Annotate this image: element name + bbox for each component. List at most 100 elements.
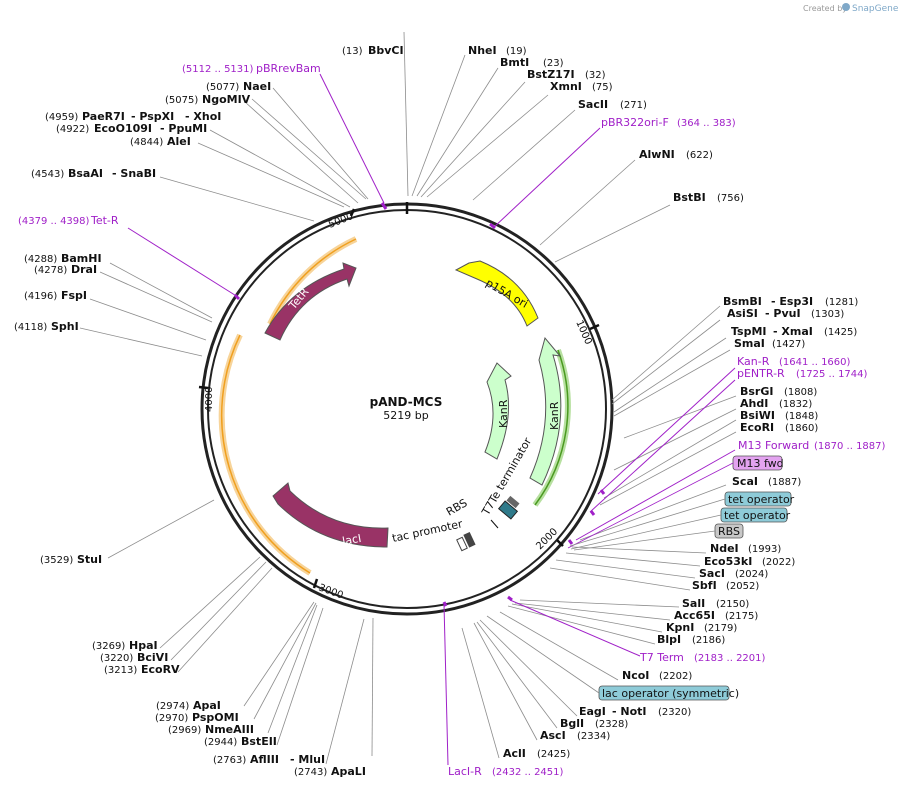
- enzyme-name[interactable]: KpnI: [666, 621, 694, 634]
- enzyme-name[interactable]: NdeI: [710, 542, 739, 555]
- enzyme-name[interactable]: SbfI: [692, 579, 717, 592]
- enzyme-name[interactable]: AclI: [503, 747, 526, 760]
- enzyme-name[interactable]: SphI: [51, 320, 79, 333]
- enzyme-pos: (2970): [155, 713, 188, 724]
- feature-laci[interactable]: [272, 482, 389, 548]
- enzyme-partner[interactable]: - PspXI: [131, 110, 174, 123]
- primer-name[interactable]: LacI-R: [448, 765, 482, 778]
- enzyme-name[interactable]: BamHI: [61, 252, 102, 265]
- enzyme-name[interactable]: SmaI: [734, 337, 765, 350]
- enzyme-partner[interactable]: - XhoI: [185, 110, 221, 123]
- enzyme-name[interactable]: ScaI: [732, 475, 758, 488]
- feature-p15a-ori[interactable]: [454, 260, 539, 327]
- enzyme-partner[interactable]: - PvuI: [765, 307, 801, 320]
- enzyme-partner[interactable]: - Esp3I: [771, 295, 813, 308]
- enzyme-name[interactable]: DraI: [71, 263, 97, 276]
- enzyme-name[interactable]: AhdI: [740, 397, 768, 410]
- box-m13-fwd-label: M13 fwd: [737, 457, 784, 470]
- enzyme-name[interactable]: FspI: [61, 289, 87, 302]
- primer-name[interactable]: Tet-R: [90, 214, 119, 227]
- credit-prefix: Created by: [803, 4, 847, 13]
- enzyme-name[interactable]: AlwNI: [639, 148, 675, 161]
- enzyme-name[interactable]: BstZ17I: [527, 68, 575, 81]
- enzyme-name[interactable]: EcoRI: [740, 421, 774, 434]
- enzyme-name[interactable]: ApaLI: [331, 765, 366, 778]
- enzyme-pos: (19): [506, 46, 527, 57]
- enzyme-pos: (1808): [784, 387, 817, 398]
- enzyme-name[interactable]: AleI: [167, 135, 191, 148]
- enzyme-name[interactable]: HpaI: [129, 639, 158, 652]
- box-lac-operator-label: lac operator (symmetric): [602, 687, 739, 700]
- enzyme-pos: (2425): [537, 749, 570, 760]
- primer-name[interactable]: pBR322ori-F: [601, 116, 669, 129]
- enzyme-pos: (1848): [785, 411, 818, 422]
- enzyme-name[interactable]: Acc65I: [674, 609, 715, 622]
- enzyme-name[interactable]: StuI: [77, 553, 102, 566]
- enzyme-name[interactable]: BsmBI: [723, 295, 762, 308]
- enzyme-connector-lines: [79, 31, 737, 765]
- enzyme-pos: (4844): [130, 137, 163, 148]
- enzyme-name[interactable]: NaeI: [243, 80, 271, 93]
- feature-rbs-label: RBS: [444, 496, 470, 518]
- enzyme-pos: (23): [543, 58, 564, 69]
- enzyme-pos: (2179): [704, 623, 737, 634]
- enzyme-name[interactable]: NgoMIV: [202, 93, 251, 106]
- enzyme-partner[interactable]: - PpuMI: [160, 122, 207, 135]
- enzyme-name[interactable]: PaeR7I: [82, 110, 125, 123]
- enzyme-name[interactable]: BmtI: [500, 56, 529, 69]
- outer-feature-arcs: [218, 236, 571, 576]
- enzyme-name[interactable]: BstEII: [241, 735, 277, 748]
- enzyme-name[interactable]: BstBI: [673, 191, 706, 204]
- enzyme-pos: (5075): [165, 95, 198, 106]
- primer-pos: (5112 .. 5131): [182, 64, 254, 75]
- feature-tetr[interactable]: [264, 262, 357, 341]
- enzyme-name[interactable]: SacI: [699, 567, 725, 580]
- feature-kanr-inner[interactable]: [484, 362, 512, 460]
- enzyme-name[interactable]: TspMI: [731, 325, 767, 338]
- primer-name[interactable]: pBRrevBam: [256, 62, 321, 75]
- enzyme-name[interactable]: AscI: [540, 729, 566, 742]
- enzyme-pos: (2974): [156, 701, 189, 712]
- enzyme-partner[interactable]: - XmaI: [773, 325, 813, 338]
- primer-name[interactable]: pENTR-R: [737, 367, 785, 380]
- enzyme-name[interactable]: BsaAI: [68, 167, 103, 180]
- primer-pos: (1641 .. 1660): [779, 357, 851, 368]
- enzyme-name[interactable]: SalI: [682, 597, 705, 610]
- enzyme-pos: (3529): [40, 555, 73, 566]
- enzyme-name[interactable]: NmeAIII: [205, 723, 254, 736]
- plasmid-size: 5219 bp: [383, 409, 428, 422]
- enzyme-pos: (4196): [24, 291, 57, 302]
- enzyme-name[interactable]: BsiWI: [740, 409, 775, 422]
- enzyme-pos: (271): [620, 100, 647, 111]
- enzyme-name[interactable]: BglI: [560, 717, 584, 730]
- enzyme-name[interactable]: BsrGI: [740, 385, 773, 398]
- enzyme-name[interactable]: AsiSI: [727, 307, 758, 320]
- enzyme-name[interactable]: XmnI: [550, 80, 582, 93]
- enzyme-name[interactable]: EcoRV: [141, 663, 180, 676]
- primer-name[interactable]: T7 Term: [639, 651, 684, 664]
- primer-name[interactable]: M13 Forward: [738, 439, 809, 452]
- enzyme-name[interactable]: BbvCI: [368, 44, 404, 57]
- enzyme-partner[interactable]: - MluI: [290, 753, 325, 766]
- enzyme-name[interactable]: EagI: [579, 705, 606, 718]
- enzyme-partner[interactable]: - NotI: [612, 705, 647, 718]
- enzyme-pos: (2944): [204, 737, 237, 748]
- enzyme-name[interactable]: AflIII: [250, 753, 279, 766]
- ruler-label-4000: 4000: [204, 387, 215, 412]
- snapgene-logo-icon: [842, 3, 850, 11]
- enzyme-pos: (1993): [748, 544, 781, 555]
- enzyme-partner[interactable]: - SnaBI: [112, 167, 156, 180]
- enzyme-name[interactable]: EcoO109I: [94, 122, 152, 135]
- enzyme-name[interactable]: Eco53kI: [704, 555, 752, 568]
- enzyme-pos: (1427): [772, 339, 805, 350]
- enzyme-name[interactable]: SacII: [578, 98, 608, 111]
- primer-name[interactable]: Kan-R: [737, 355, 770, 368]
- enzyme-name[interactable]: NheI: [468, 44, 497, 57]
- enzyme-name[interactable]: BciVI: [137, 651, 168, 664]
- enzyme-name[interactable]: NcoI: [622, 669, 649, 682]
- enzyme-name[interactable]: BlpI: [657, 633, 681, 646]
- enzyme-pos: (4288): [24, 254, 57, 265]
- enzyme-name[interactable]: ApaI: [193, 699, 221, 712]
- feature-kanr-outer[interactable]: [529, 336, 562, 486]
- enzyme-name[interactable]: PspOMI: [192, 711, 239, 724]
